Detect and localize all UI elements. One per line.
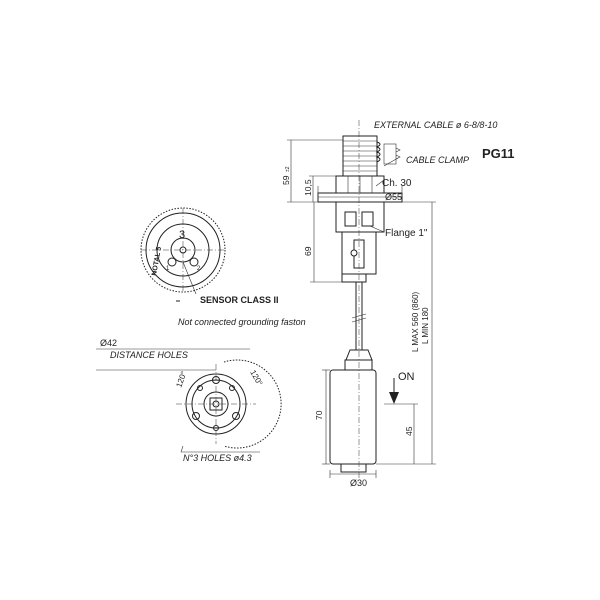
on-label: ON — [398, 371, 415, 383]
switch-housing — [335, 201, 385, 283]
dimensions-side — [287, 139, 436, 478]
part-marking: NOTAL 5 — [151, 246, 163, 276]
float — [329, 359, 377, 473]
terminal-2-label: 2 — [197, 266, 201, 272]
terminal-3-label: 3 — [179, 229, 185, 241]
grounding-note: Not connected grounding faston — [178, 317, 306, 327]
terminal-1-label: 1 — [166, 266, 170, 272]
side-view — [287, 120, 436, 480]
cable-clamp-label: CABLE CLAMP — [406, 155, 469, 165]
flange-diameter-label: Ø55 — [385, 192, 402, 202]
cable-gland — [342, 135, 401, 177]
pg11-label: PG11 — [482, 146, 515, 161]
holes-label: N°3 HOLES ø4.3 — [183, 453, 252, 463]
angle-left-label: 120° — [174, 370, 188, 389]
length-max-label: L MAX 560 (860) — [411, 291, 420, 352]
flange-diameter-42-label: Ø42 — [100, 338, 117, 348]
flange-label: Flange 1" — [385, 228, 428, 239]
height-10-5-label: 10,5 — [303, 179, 313, 196]
sensor-top-view — [140, 207, 226, 295]
height-59-label: 59 — [281, 175, 291, 185]
height-59-tolerance: ±2 — [285, 166, 291, 172]
distance-holes-label: DISTANCE HOLES — [110, 350, 188, 360]
height-69-label: 69 — [303, 246, 313, 256]
float-diameter-label: Ø30 — [350, 478, 367, 488]
switch-point-45-label: 45 — [404, 426, 414, 436]
float-height-70-label: 70 — [314, 410, 324, 420]
hex-nut — [335, 175, 385, 194]
sensor-class-label: SENSOR CLASS II — [200, 295, 279, 305]
flange-bottom-view — [96, 348, 282, 453]
chamfer-label: Ch. 30 — [382, 178, 412, 189]
external-cable-label: EXTERNAL CABLE ø 6-8/8-10 — [374, 120, 497, 130]
angle-right-label: 120° — [248, 369, 264, 388]
length-min-label: L MIN 180 — [421, 307, 430, 344]
